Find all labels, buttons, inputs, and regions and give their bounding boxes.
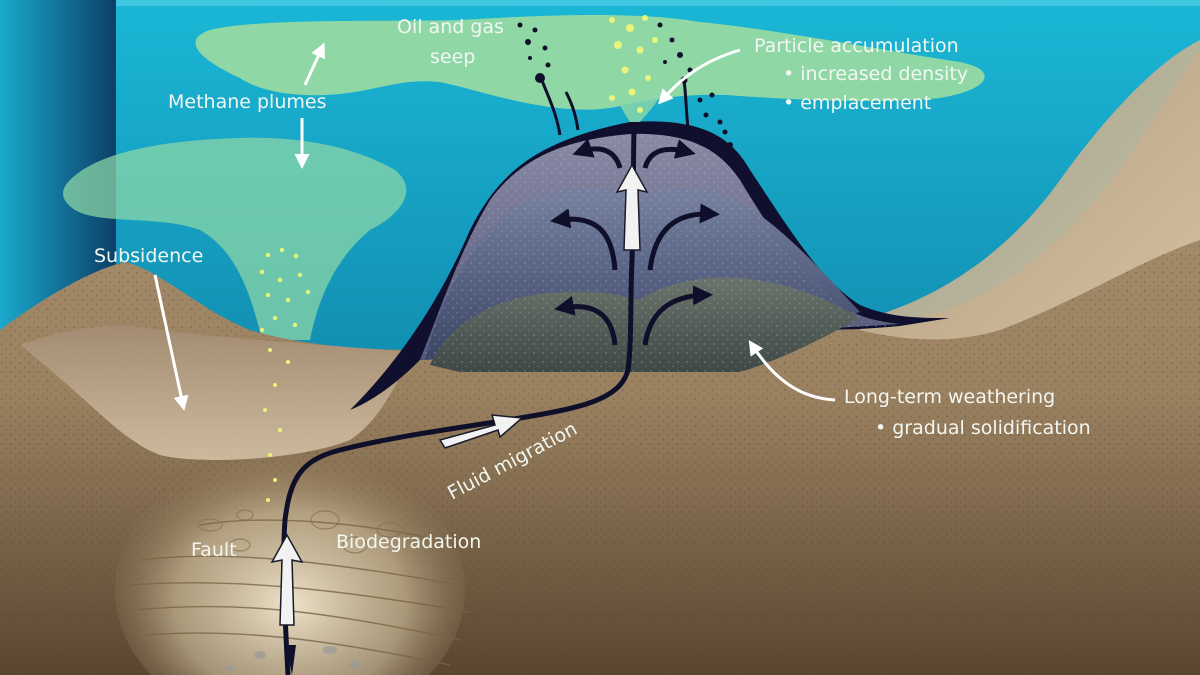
label-long-term-weathering: Long-term weathering	[844, 386, 1055, 408]
label-methane-plumes: Methane plumes	[168, 91, 326, 113]
migration-flow-arrow	[438, 414, 524, 449]
biodegradation-clasts	[197, 509, 404, 554]
subsidence-arrow	[153, 274, 189, 411]
lower-clasts	[225, 646, 361, 671]
mound-flow-arrows	[550, 138, 720, 346]
weathering-arrow	[748, 339, 836, 402]
label-oil-gas-seep-2: seep	[430, 46, 475, 68]
methane-up-arrow	[303, 42, 326, 86]
methane-plume-upper	[195, 15, 985, 110]
label-oil-gas-seep-1: Oil and gas	[397, 16, 504, 38]
label-emplacement: • emplacement	[783, 92, 931, 114]
gas-bubbles	[259, 15, 658, 502]
sea-surface-waves	[0, 0, 1200, 6]
annotation-arrows	[153, 42, 836, 411]
label-increased-density: • increased density	[783, 63, 968, 85]
upward-flow-arrow-mound	[615, 163, 649, 251]
label-gradual-solidification: • gradual solidification	[875, 417, 1091, 439]
subsidence-basin	[20, 325, 410, 460]
label-subsidence: Subsidence	[94, 245, 203, 267]
particle-arrow	[657, 48, 741, 105]
oil-particles	[517, 22, 733, 148]
label-fault: Fault	[191, 539, 237, 561]
label-biodegradation: Biodegradation	[336, 531, 481, 553]
methane-plume-lower	[63, 137, 407, 340]
label-particle-accumulation: Particle accumulation	[754, 35, 959, 57]
upward-flow-arrow-lower	[270, 533, 304, 626]
continental-slope	[860, 40, 1200, 340]
